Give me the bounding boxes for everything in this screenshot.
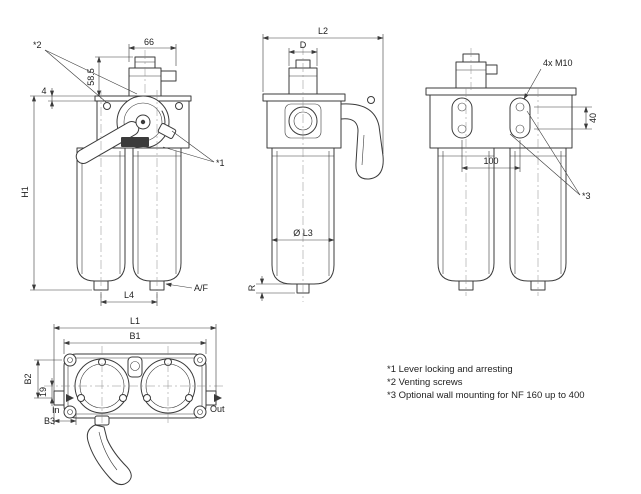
top-view: L1 B1 B2 19 B3 In <box>23 316 226 486</box>
dim-l1: L1 <box>53 316 217 391</box>
leader-line <box>162 146 215 163</box>
dim-label: 40 <box>588 113 598 123</box>
corner-boss <box>63 405 77 419</box>
inlet-port <box>53 390 65 406</box>
corner-boss <box>193 405 207 419</box>
mounting-tab-left <box>451 97 473 139</box>
lever-handle <box>340 103 384 180</box>
ref-1-callout: *1 <box>162 130 225 168</box>
dim-label: H1 <box>20 186 30 198</box>
dim-58-5: 58.5 <box>86 56 133 97</box>
front-view: 66 58.5 4 H1 L4 <box>20 37 225 306</box>
dim-100: 100 <box>461 140 521 172</box>
inlet-label: In <box>52 405 60 415</box>
dim-l2: L2 <box>262 26 384 154</box>
leader-line <box>171 130 215 163</box>
ref-label: *2 <box>33 40 42 50</box>
nameplate <box>121 137 149 147</box>
mounting-tab-right <box>509 97 531 139</box>
leader-line <box>44 49 107 103</box>
dim-label: 4 <box>41 86 46 96</box>
dim-label: 100 <box>483 156 498 166</box>
note-1: *1 Lever locking and arresting <box>387 364 513 375</box>
lever-clamp <box>157 123 177 139</box>
dim-66: 66 <box>128 37 177 66</box>
dim-label: L1 <box>130 316 140 326</box>
lever-plan <box>86 424 132 486</box>
dim-4: 4 <box>41 86 95 109</box>
mounting-hole <box>515 124 525 134</box>
note-2: *2 Venting screws <box>387 377 463 388</box>
dim-label: R <box>247 284 257 291</box>
rear-view: 4x M10 40 100 *3 <box>425 48 598 296</box>
dim-l4: L4 <box>100 290 158 306</box>
flow-arrow-out <box>214 394 222 402</box>
dim-b2: B2 <box>23 359 62 399</box>
handle-knob <box>367 96 375 104</box>
af-label: A/F <box>194 283 209 293</box>
dim-19: 19 <box>38 378 55 406</box>
notes-block: *1 Lever locking and arresting *2 Ventin… <box>387 364 585 401</box>
bolt-label: 4x M10 <box>543 58 573 68</box>
corner-boss <box>63 353 77 367</box>
dim-label: B3 <box>44 416 55 426</box>
corner-boss <box>193 353 207 367</box>
leader-line <box>44 49 138 95</box>
dim-label: B2 <box>23 373 33 384</box>
dim-d: D <box>288 40 318 66</box>
leader-line <box>526 110 581 196</box>
filter-head <box>262 93 346 102</box>
dim-label: 58.5 <box>86 68 96 86</box>
bolt-callout: 4x M10 <box>523 58 573 100</box>
dim-label: D <box>300 40 307 50</box>
af-callout: A/F <box>165 282 209 293</box>
dim-l3: Ø L3 <box>271 228 335 243</box>
dim-40: 40 <box>534 106 598 130</box>
leader-line <box>165 282 193 289</box>
dim-b3: B3 <box>44 408 77 426</box>
venting-screw-right <box>175 102 183 110</box>
dim-label: 19 <box>38 387 48 397</box>
dim-b1: B1 <box>63 331 207 354</box>
venting-screw-left <box>103 102 111 110</box>
mounting-hole <box>515 102 525 112</box>
side-view: L2 D Ø L3 R <box>247 26 384 302</box>
outlet-label: Out <box>210 404 225 414</box>
filter-head <box>425 87 577 96</box>
ref-label: *3 <box>582 191 591 201</box>
flow-arrow-in <box>66 394 74 402</box>
dim-label: 66 <box>144 37 154 47</box>
dim-label: Ø L3 <box>293 228 313 238</box>
dim-label: L2 <box>318 26 328 36</box>
ref-3-callout: *3 <box>509 110 591 201</box>
dim-label: L4 <box>124 290 134 300</box>
leader-line <box>509 133 581 196</box>
lever-pivot <box>127 356 143 378</box>
dim-r: R <box>247 276 295 301</box>
leader-line <box>523 68 542 100</box>
ref-label: *1 <box>216 158 225 168</box>
note-3: *3 Optional wall mounting for NF 160 up … <box>387 390 585 401</box>
ref-2-callout: *2 <box>33 40 138 103</box>
dim-h1: H1 <box>20 95 95 291</box>
dim-label: B1 <box>129 331 140 341</box>
